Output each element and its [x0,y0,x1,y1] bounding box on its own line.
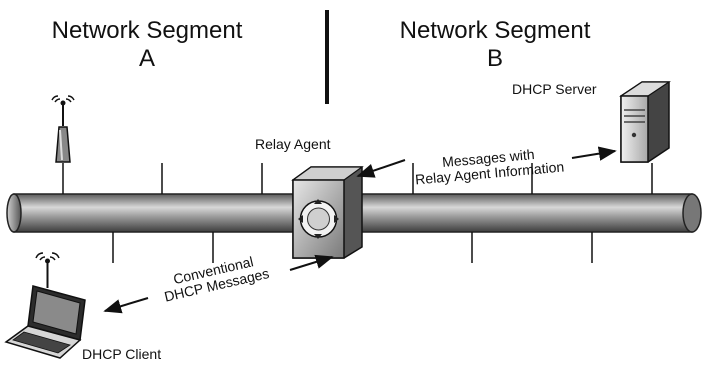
dhcp-client-laptop-icon [4,252,86,359]
network-cable-b [351,193,702,233]
segment-a-letter: A [138,45,155,72]
relay-message-arrows [356,146,617,178]
dhcp-server-icon [619,81,671,163]
conventional-message-arrows [103,254,334,314]
wireless-access-point-icon [51,95,75,163]
cable-taps [62,163,653,263]
segment-a-title: Network Segment [51,17,243,44]
relay-agent-label: Relay Agent [255,136,331,152]
segment-b-title: Network Segment [399,17,591,44]
segment-b-letter: B [486,45,503,72]
dhcp-client-label: DHCP Client [82,346,162,362]
network-cable-a [6,193,305,233]
dhcp-server-label: DHCP Server [512,81,597,97]
relay-agent-icon [291,166,364,259]
